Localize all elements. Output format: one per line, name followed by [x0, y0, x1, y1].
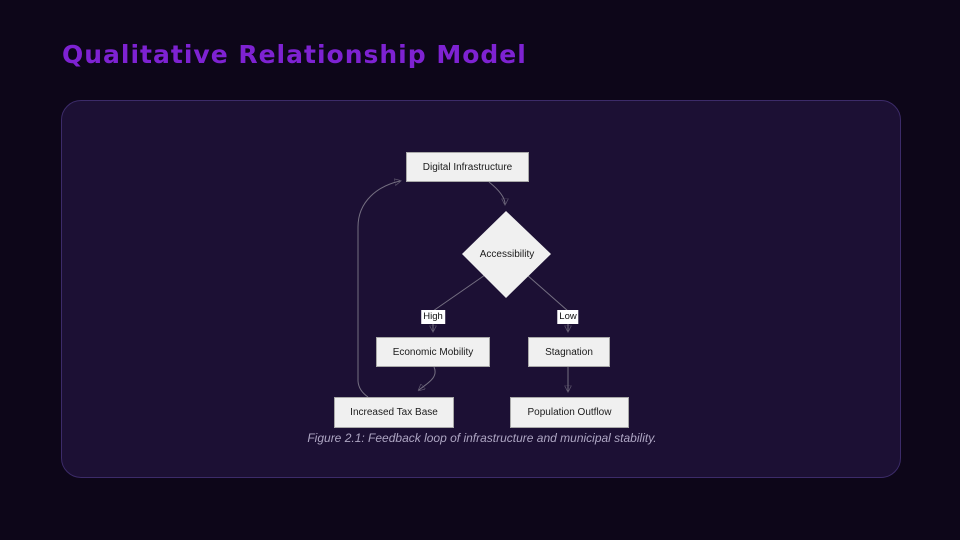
edge-accessibility-high	[432, 274, 486, 312]
figure-caption: Figure 2.1: Feedback loop of infrastruct…	[307, 431, 657, 445]
edge-itb-di-feedback-loop	[357, 181, 400, 398]
node-accessibility: Accessibility	[479, 248, 535, 260]
node-economic-mobility: Economic Mobility	[376, 337, 490, 367]
edge-label-low: Low	[557, 310, 579, 324]
decision-diamond-shape	[462, 211, 551, 298]
diagram-edges	[357, 101, 902, 398]
edge-label-high: High	[421, 310, 445, 324]
node-stagnation: Stagnation	[528, 337, 610, 367]
edge-accessibility-low	[526, 274, 569, 312]
node-population-outflow: Population Outflow	[510, 397, 629, 428]
figure-panel: Digital Infrastructure Accessibility Hig…	[61, 100, 901, 478]
node-digital-infrastructure: Digital Infrastructure	[406, 152, 529, 182]
edge-em-itb	[419, 366, 436, 390]
slide-title: Qualitative Relationship Model	[62, 40, 527, 69]
edge-di-accessibility	[488, 181, 505, 204]
node-increased-tax-base: Increased Tax Base	[334, 397, 454, 428]
